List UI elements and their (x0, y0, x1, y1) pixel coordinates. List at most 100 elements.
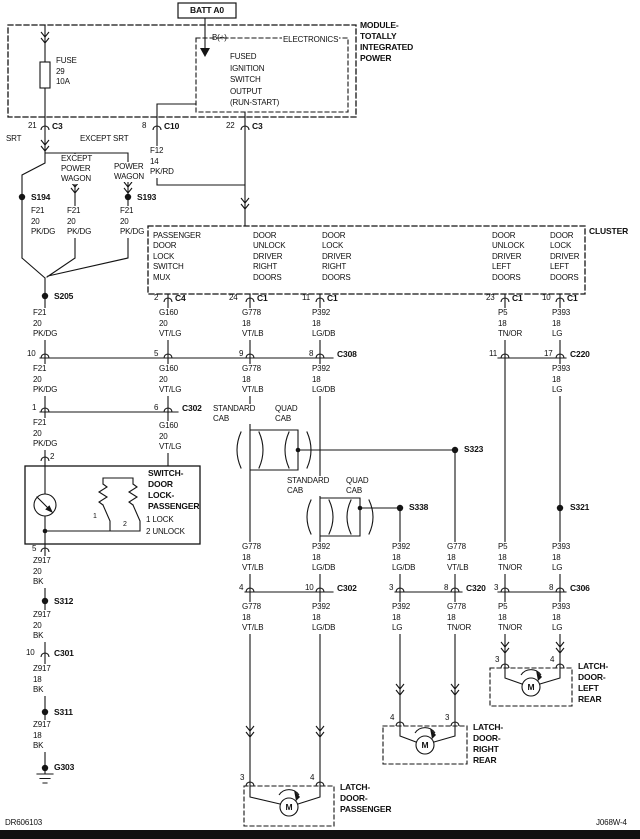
connector-c306-label: C306 (570, 583, 590, 593)
pin-10-c301: 10 (26, 648, 35, 657)
flow-arrow-icon (555, 641, 565, 648)
splice-dot-icon (18, 193, 26, 201)
pin-2-switch: 2 (50, 452, 55, 461)
pin-10-c308: 10 (27, 349, 36, 358)
b-plus-arrow-icon (200, 48, 210, 57)
splice-dot-icon (41, 764, 49, 772)
connector-bump-icon (315, 587, 325, 593)
connector-bump-icon (40, 353, 50, 359)
flow-arrow-icon (123, 181, 133, 188)
footer-bar (0, 830, 640, 839)
pin-4-latch-passenger: 4 (310, 773, 315, 782)
connector-c10: C10 (164, 121, 180, 131)
b-plus-label: B(+) (212, 33, 227, 42)
connector-bump-icon (395, 587, 405, 593)
connector-bump-icon (315, 353, 325, 359)
connector-c1-unlock-left: C1 (512, 293, 523, 303)
pin-3-c320: 3 (389, 583, 394, 592)
knob-arrow-icon (45, 505, 53, 513)
pin-4-latch-left-rear: 4 (550, 655, 555, 664)
connector-c301-label: C301 (54, 648, 74, 658)
splice-dot-icon (396, 504, 404, 512)
motor-passenger-icon-label: M (285, 802, 292, 812)
latch-internal-lines (249, 667, 561, 805)
splice-dot-icon (124, 193, 132, 201)
connector-bump-icon (555, 587, 565, 593)
pin-10-c1: 10 (542, 293, 551, 302)
connector-c308-label: C308 (337, 349, 357, 359)
tipm-box (7, 24, 357, 118)
splice-s194-label: S194 (31, 192, 51, 202)
pin-11-c220: 11 (489, 349, 498, 358)
flow-arrow-icon (240, 203, 250, 210)
splice-s323-label: S323 (464, 444, 484, 454)
batt-feed-box (177, 2, 237, 19)
flow-arrow-icon (240, 197, 250, 204)
motor-rotation-arrow-icon (536, 670, 542, 681)
splice-dot-icon (295, 447, 301, 453)
connector-bump-icon (245, 587, 255, 593)
connector-bump-icon (500, 663, 510, 669)
connector-bump-icon (245, 353, 255, 359)
splice-dot-icon (41, 597, 49, 605)
generated-symbols: MMM (18, 31, 565, 817)
connector-bump-icon (555, 663, 565, 669)
connector-bump-icon (245, 297, 255, 303)
connector-bump-icon (500, 297, 510, 303)
flow-arrow-icon (450, 683, 460, 690)
motor-passenger-icon (279, 797, 299, 817)
flow-arrow-icon (500, 647, 510, 654)
electronics-label: ELECTRONICS (282, 35, 340, 46)
connector-bump-icon (163, 353, 173, 359)
connector-bump-icon (555, 353, 565, 359)
splice-s205-label: S205 (54, 291, 74, 301)
pin-6-c302: 6 (154, 403, 159, 412)
pin-23: 23 (486, 293, 495, 302)
connector-bump-icon (450, 587, 460, 593)
pin-3-latch-left-rear: 3 (495, 655, 500, 664)
splice-s193-label: S193 (137, 192, 157, 202)
connector-bump-icon (500, 353, 510, 359)
connector-c302-upper-label: C302 (182, 403, 202, 413)
ground-g303-label: G303 (54, 762, 75, 772)
electronics-box (195, 37, 349, 113)
connector-bump-icon (240, 125, 250, 131)
connector-c1-unlock-right: C1 (257, 293, 268, 303)
pin-2-c4: 2 (154, 293, 159, 302)
except-srt-branch-label: EXCEPT SRT (80, 134, 129, 143)
pin-8-c308: 8 (309, 349, 314, 358)
splice-dot-icon (556, 504, 564, 512)
connector-c302-lower-label: C302 (337, 583, 357, 593)
motor-left-rear-icon (521, 677, 541, 697)
pin-3-latch-passenger: 3 (240, 773, 245, 782)
drawing-number: DR606103 (5, 818, 43, 827)
flow-arrow-icon (40, 145, 50, 152)
connector-bump-icon (40, 456, 50, 462)
pin-4-c302: 4 (239, 583, 244, 592)
connector-c1-lock-left: C1 (567, 293, 578, 303)
pin-24: 24 (229, 293, 238, 302)
flow-arrow-icon (395, 689, 405, 696)
